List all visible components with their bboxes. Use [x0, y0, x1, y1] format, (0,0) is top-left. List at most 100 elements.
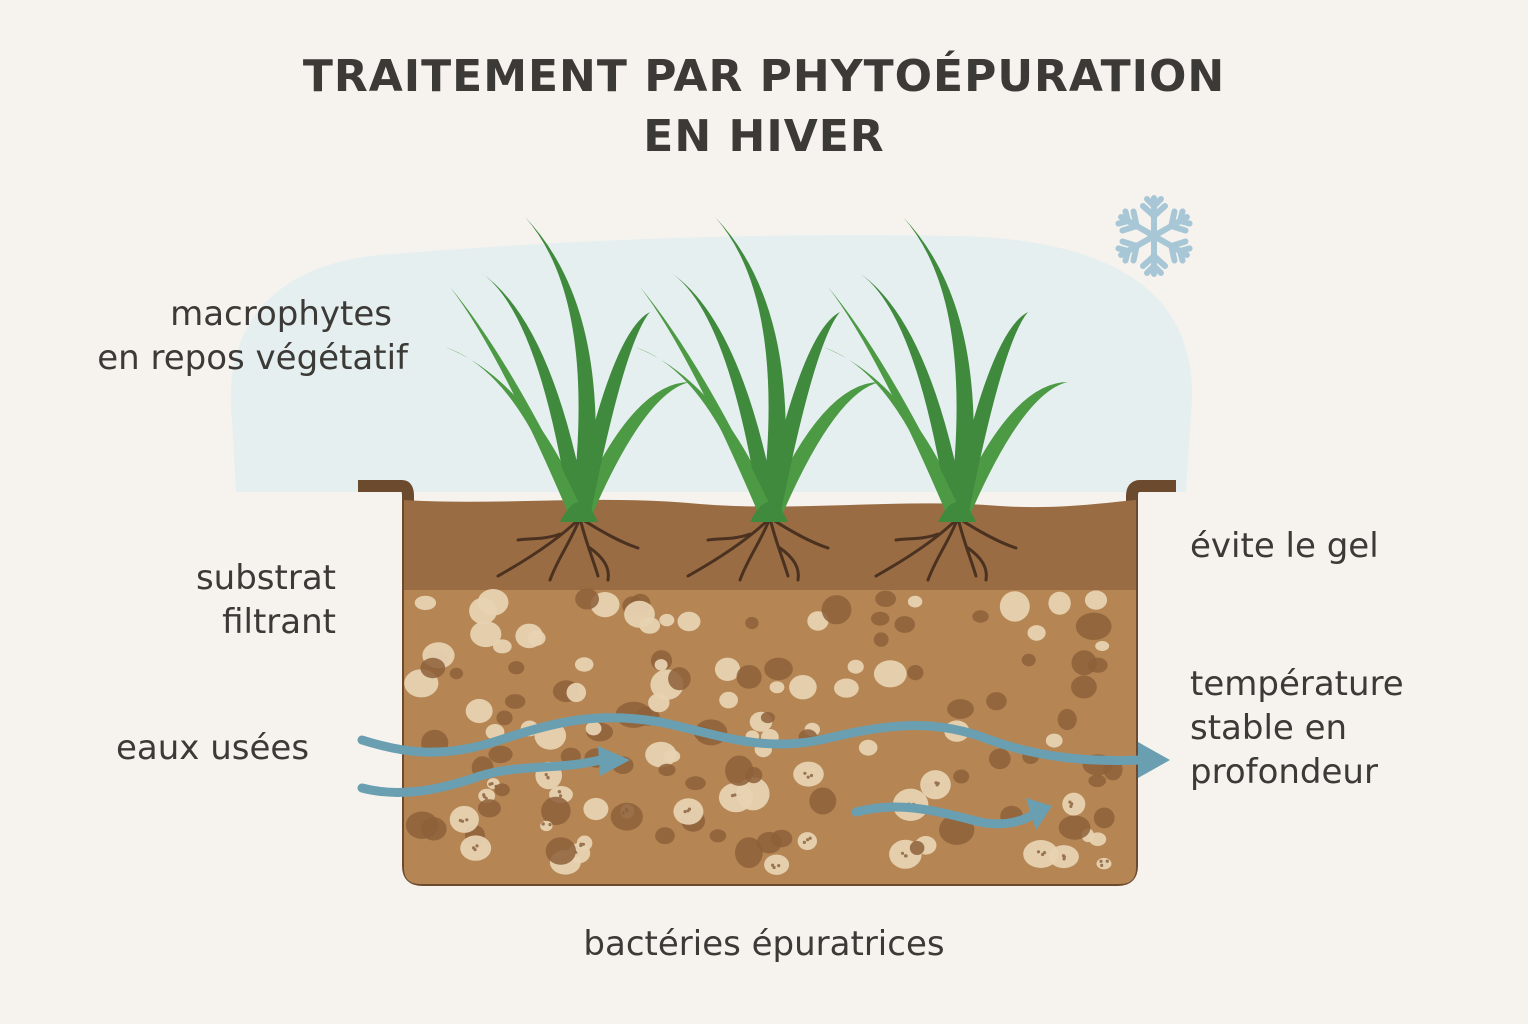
pebble-speck	[1062, 857, 1066, 861]
pebble-speck	[1042, 851, 1047, 855]
pebble-light	[920, 770, 951, 800]
pebble-light	[574, 657, 594, 672]
plant-leaf	[450, 287, 588, 522]
pebble-light	[847, 659, 864, 674]
plant-leaf	[761, 382, 880, 522]
pebble-light	[648, 693, 670, 713]
pebble-light	[583, 797, 609, 821]
pebble-dark	[477, 799, 501, 818]
pebble-dark	[508, 661, 525, 675]
pebble-light	[515, 623, 543, 649]
pebble-light	[858, 739, 878, 756]
label-evite-le-gel: évite le gel	[1190, 526, 1379, 566]
root-strand	[516, 532, 562, 542]
root-strand	[686, 516, 772, 578]
pebble-dark	[907, 665, 924, 681]
pebble-speck	[579, 842, 583, 846]
pebble-speck	[1061, 854, 1066, 858]
root-strand	[588, 546, 610, 582]
plant-leaf	[571, 382, 690, 522]
plant-leaf	[949, 382, 1068, 522]
pebble-light	[677, 611, 701, 632]
plant-leaf	[715, 217, 786, 522]
pebble-speck	[541, 822, 545, 826]
plant-leaf	[670, 272, 779, 522]
pebble-dark	[871, 611, 890, 626]
pebble-dark	[1088, 774, 1106, 788]
label-substrat-line-1: substrat	[195, 558, 336, 598]
pebble-light	[465, 698, 493, 724]
pebble-speck	[544, 773, 548, 777]
pebble-speck	[1036, 850, 1041, 854]
pebble-light	[1095, 641, 1110, 651]
pebble-speck	[904, 854, 908, 858]
pebble-light	[1048, 591, 1071, 615]
pebble-speck	[465, 818, 469, 822]
pebble-dark	[953, 769, 970, 784]
label-substrat: substrat filtrant	[120, 556, 336, 644]
pebble-dark	[541, 796, 571, 826]
pebble-dark	[496, 710, 513, 726]
water-flow-lower	[357, 755, 605, 797]
pebble-speck	[900, 851, 905, 855]
pebble-dark	[894, 616, 915, 633]
pebble-speck	[809, 773, 814, 778]
pebble-speck	[484, 796, 488, 800]
snowflake-arm	[1115, 233, 1157, 264]
pebble-dark	[988, 748, 1011, 770]
pebble-light	[793, 761, 824, 787]
water-flow-arrows	[357, 713, 1170, 830]
pebble-speck	[559, 794, 563, 798]
pebble-light	[714, 657, 741, 681]
plant-leaf	[480, 272, 589, 522]
pebble-light	[1062, 792, 1086, 816]
pebble-light	[470, 621, 502, 648]
pebble-dark	[909, 841, 925, 855]
pebble-speck	[686, 809, 690, 813]
pebble-light	[624, 600, 655, 628]
label-temperature-line-3: profondeur	[1190, 752, 1378, 792]
pebble-speck	[471, 846, 476, 850]
pebble-light	[736, 777, 770, 811]
pebble-speck	[771, 863, 775, 867]
label-macrophytes-line-1: macrophytes	[170, 294, 392, 334]
pebble-light	[414, 595, 437, 611]
pebble-dark	[735, 837, 763, 868]
pebble-speck	[806, 838, 810, 842]
pebble-speck	[772, 865, 776, 870]
pebble-speck	[1099, 859, 1103, 863]
pebble-dark	[745, 616, 759, 630]
label-macrophytes-line-2: en repos végétatif	[97, 338, 408, 378]
snowflake-arm	[1140, 233, 1168, 277]
plant-leaf	[858, 272, 967, 522]
pebble-dark	[972, 610, 989, 623]
pebble-dark	[1071, 675, 1097, 699]
pebble-light	[477, 589, 509, 616]
pebble-light	[645, 741, 677, 768]
root-strand	[738, 516, 772, 582]
water-flow-bottom	[851, 802, 1045, 829]
pebble-dark	[488, 745, 513, 764]
pebble-speck	[460, 819, 465, 823]
pebble-light	[873, 660, 907, 688]
label-temperature-line-2: stable en	[1190, 708, 1348, 748]
pebble-dark	[760, 712, 775, 724]
pebble-light	[566, 682, 587, 703]
pebble-dark	[449, 667, 464, 680]
pebble-speck	[475, 844, 479, 848]
pebble-speck	[488, 782, 492, 786]
label-bacteries: bactéries épuratrices	[583, 924, 945, 964]
title-line-1: TRAITEMENT PAR PHYTOÉPURATION	[302, 51, 1226, 102]
water-flow-main-arrowhead	[1138, 742, 1170, 778]
pebble-light	[1023, 840, 1059, 868]
root-strand	[966, 546, 988, 582]
plant-leaf	[525, 217, 596, 522]
water-flow-main	[357, 713, 1145, 765]
pebble-speck	[581, 842, 586, 846]
plant-base	[560, 502, 598, 522]
pebble-speck	[1105, 859, 1109, 863]
root-strand	[926, 516, 960, 582]
pebble-dark	[545, 837, 576, 865]
